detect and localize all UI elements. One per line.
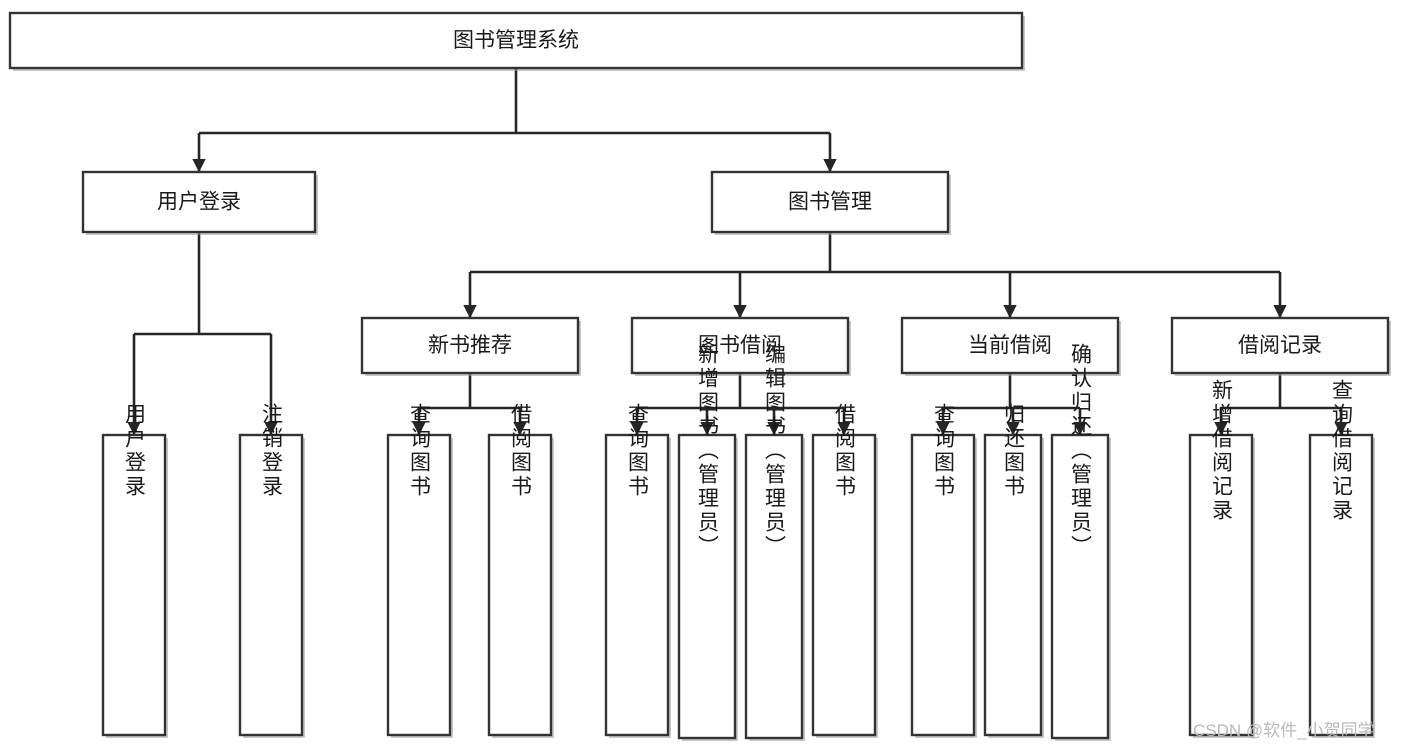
- node-label: 查询图书: [626, 403, 650, 499]
- node-label: 用户登录: [157, 191, 241, 214]
- node-leaf-6[interactable]: [744, 433, 805, 741]
- node-label: 用户登录: [123, 403, 147, 499]
- node-label: 注销登录: [260, 403, 284, 499]
- node-leaf-2[interactable]: [386, 433, 453, 738]
- node-label: 当前借阅: [968, 334, 1052, 357]
- node-level3-0[interactable]: 新书推荐: [360, 316, 581, 376]
- node-root-system[interactable]: 图书管理系统: [8, 11, 1025, 71]
- node-leaf-3[interactable]: [487, 433, 554, 738]
- node-label: 借阅图书: [833, 403, 857, 499]
- node-label: 新增图书（管理员）: [696, 343, 720, 559]
- node-label: 查询借阅记录: [1330, 379, 1354, 523]
- node-leaf-1[interactable]: [238, 433, 305, 738]
- node-leaf-5[interactable]: [677, 433, 738, 741]
- node-level2-0[interactable]: 用户登录: [81, 170, 318, 235]
- connector-lines-group: [127, 68, 1348, 436]
- node-leaf-7[interactable]: [811, 433, 878, 738]
- node-label: 借阅记录: [1238, 334, 1322, 357]
- node-level3-1[interactable]: 图书借阅: [630, 316, 851, 376]
- node-label: 新书推荐: [428, 334, 512, 357]
- node-label: 查询图书: [932, 403, 956, 499]
- node-label: 图书管理: [788, 191, 872, 214]
- node-leaf-10[interactable]: [1050, 433, 1111, 741]
- node-level3-2[interactable]: 当前借阅: [900, 316, 1121, 376]
- node-leaf-4[interactable]: [604, 433, 671, 738]
- node-boxes-group: 图书管理系统用户登录图书管理新书推荐图书借阅当前借阅借阅记录用户登录注销登录查询…: [8, 11, 1391, 741]
- node-leaf-11[interactable]: [1188, 433, 1255, 738]
- node-leaf-0[interactable]: [101, 433, 168, 738]
- node-leaf-8[interactable]: [910, 433, 977, 738]
- node-label: 图书管理系统: [453, 29, 579, 52]
- node-level3-3[interactable]: 借阅记录: [1170, 316, 1391, 376]
- node-label: 归还图书: [1002, 403, 1026, 499]
- node-label: 新增借阅记录: [1210, 379, 1234, 523]
- node-leaf-12[interactable]: [1308, 433, 1375, 738]
- node-leaf-9[interactable]: [983, 433, 1044, 738]
- csdn-watermark: CSDN @软件_小贺同学: [1193, 721, 1375, 740]
- node-label: 图书借阅: [698, 334, 782, 357]
- node-label: 编辑图书（管理员）: [763, 343, 787, 559]
- node-label: 确认归还（管理员）: [1069, 343, 1093, 559]
- node-label: 借阅图书: [509, 403, 533, 499]
- node-label: 查询图书: [408, 403, 432, 499]
- node-level2-1[interactable]: 图书管理: [710, 170, 951, 235]
